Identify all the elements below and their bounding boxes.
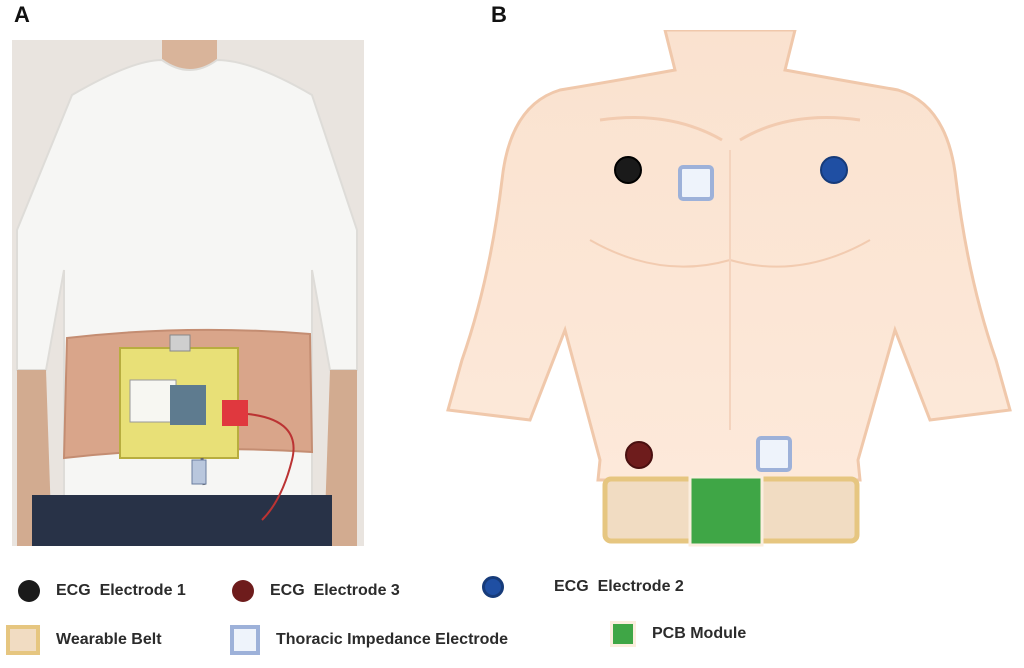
photo-red-sensor <box>222 400 248 426</box>
photo-module-white <box>129 379 177 423</box>
torso-diagram <box>446 30 1012 547</box>
legend-thoracic: Thoracic Impedance Electrode <box>230 625 508 655</box>
wearable-photo <box>12 40 364 546</box>
right-arm <box>324 370 357 546</box>
legend-ecg3-label: ECG Electrode 3 <box>270 582 400 599</box>
photo-wire <box>247 413 295 521</box>
ecg2-swatch <box>482 576 504 598</box>
legend-thoracic-label: Thoracic Impedance Electrode <box>276 631 509 648</box>
ecg3-swatch <box>232 580 254 602</box>
ecg-electrode-2 <box>820 156 848 184</box>
thoracic-electrode-lower <box>756 436 792 472</box>
pcb-module <box>688 475 764 547</box>
belt-swatch <box>6 625 40 655</box>
photo-module-dark <box>170 385 206 425</box>
tshirt <box>16 58 358 546</box>
photo-connector <box>169 334 191 352</box>
ecg-electrode-3 <box>625 441 653 469</box>
legend-ecg3: ECG Electrode 3 <box>232 580 400 602</box>
legend-ecg2: ECG Electrode 2 <box>482 576 684 598</box>
thoracic-swatch <box>230 625 260 655</box>
clavicle-left <box>599 116 723 142</box>
photo-usb-module <box>191 459 207 485</box>
ecg-electrode-1 <box>614 156 642 184</box>
thoracic-electrode-upper <box>678 165 714 201</box>
panel-label-a: A <box>14 2 30 27</box>
ecg1-swatch <box>18 580 40 602</box>
jeans <box>32 495 332 546</box>
pec-right <box>729 239 871 268</box>
legend-belt: Wearable Belt <box>6 625 162 655</box>
legend-ecg1: ECG Electrode 1 <box>18 580 186 602</box>
pec-left <box>589 239 731 268</box>
clavicle-right <box>739 116 861 142</box>
pcb-swatch <box>610 621 636 647</box>
legend-pcb-label: PCB Module <box>652 625 747 642</box>
panel-label-b: B <box>491 2 507 27</box>
legend-ecg1-label: ECG Electrode 1 <box>56 582 186 599</box>
legend-pcb: PCB Module <box>610 621 746 647</box>
legend-ecg2-label: ECG Electrode 2 <box>554 578 684 595</box>
legend-belt-label: Wearable Belt <box>56 631 162 648</box>
